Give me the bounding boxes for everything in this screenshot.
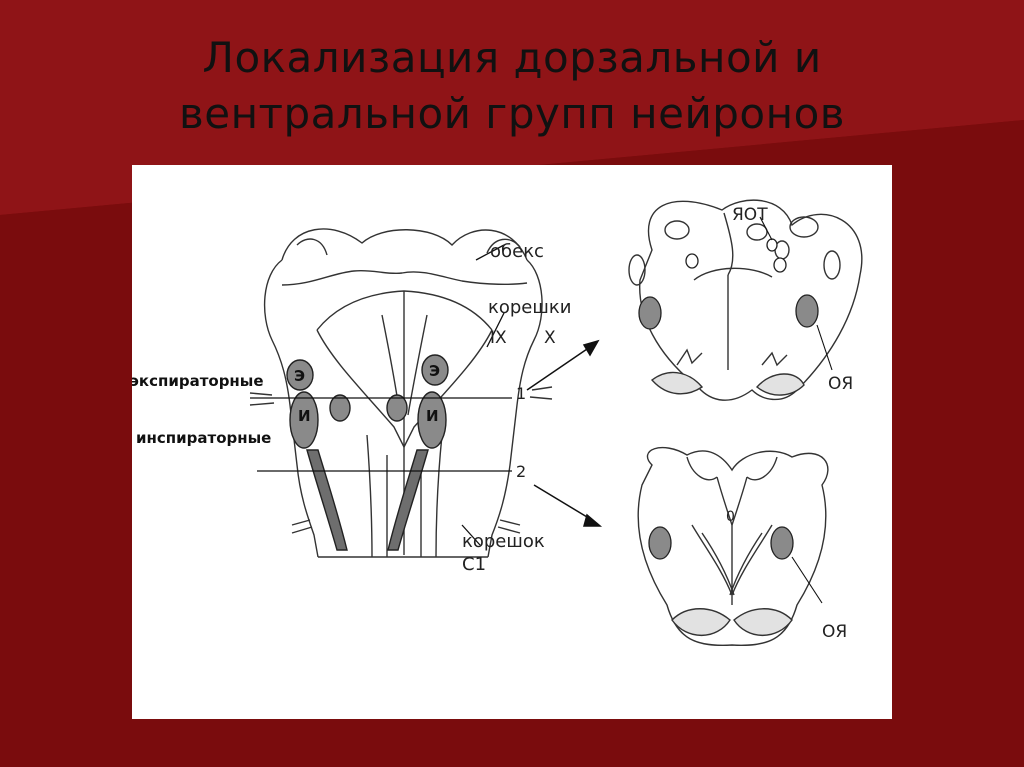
cross-section-2-nuclei (649, 527, 793, 559)
solitary-nucleus-right (774, 258, 786, 272)
nucleus-ambiguus-left-2 (649, 527, 671, 559)
label-expiratory: экспираторные (132, 372, 264, 390)
label-obex: обекс (490, 241, 544, 262)
label-level-1: 1 (516, 384, 526, 403)
ventral-column-left (307, 450, 347, 550)
brainstem-diagram: обекс корешки IX X экспираторные инспира… (132, 165, 892, 719)
cross-section-level-1 (629, 200, 862, 400)
solitary-nucleus-left (686, 254, 698, 268)
slide-title-line2: вентральной групп нейронов (0, 86, 1024, 142)
label-e-right: Э (429, 362, 440, 380)
arrow-2-shaft (534, 485, 592, 520)
nucleus-ambiguus-right-2 (771, 527, 793, 559)
solitary-tract-right (767, 239, 777, 251)
label-e-left: Э (294, 367, 305, 385)
label-i-left: И (298, 407, 311, 425)
ventral-column-right (388, 450, 428, 550)
label-inspiratory: инспираторные (136, 429, 271, 447)
label-zero: 0 (726, 509, 735, 525)
figure-panel: обекс корешки IX X экспираторные инспира… (132, 165, 892, 719)
label-oya-top: ОЯ (828, 374, 853, 394)
nucleus-ambiguus-left-1 (639, 297, 661, 329)
arrow-1-head (584, 341, 598, 355)
label-root-c1: корешок (462, 531, 545, 552)
nucleus-ambiguus-right-1 (796, 295, 818, 327)
label-roots: корешки (488, 297, 571, 318)
label-c1: C1 (462, 554, 486, 575)
dorsal-nucleus-right (387, 395, 407, 421)
dorsal-nucleus-left (330, 395, 350, 421)
arrow-2-head (584, 515, 600, 526)
label-level-2: 2 (516, 462, 526, 481)
section-arrows (527, 341, 600, 526)
label-oya-bottom: ОЯ (822, 622, 847, 642)
label-root-x: X (544, 328, 556, 348)
slide-title-line1: Локализация дорзальной и (0, 30, 1024, 86)
label-yaot: ЯОТ (732, 205, 768, 225)
slide-title: Локализация дорзальной и вентральной гру… (0, 30, 1024, 142)
respiratory-nuclei (287, 355, 448, 550)
label-i-right: И (426, 407, 439, 425)
label-root-ix: IX (490, 328, 507, 348)
arrow-1-shaft (527, 347, 590, 390)
